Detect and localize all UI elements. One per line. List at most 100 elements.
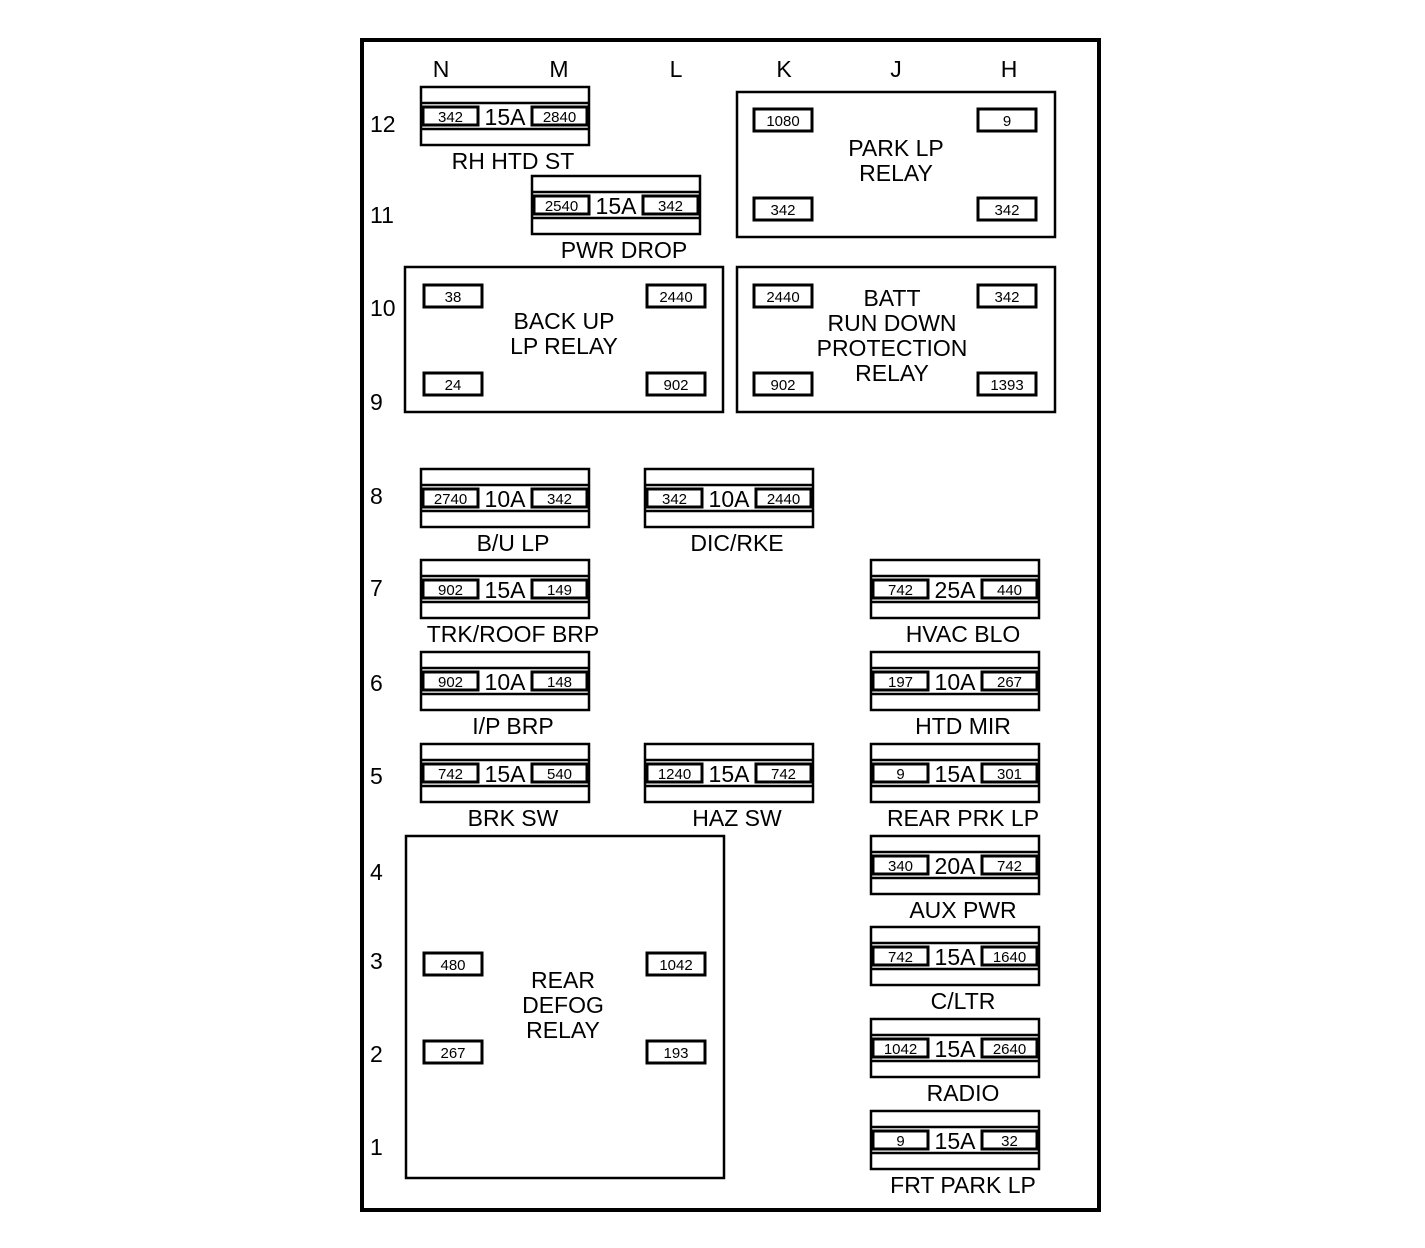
relay-terminal	[976, 107, 1038, 133]
fuse-label: AUX PWR	[909, 897, 1016, 923]
terminal-circuit-left: 1042	[884, 1041, 917, 1058]
fuse-label: C/LTR	[931, 988, 996, 1014]
terminal-circuit-right: 742	[771, 766, 796, 783]
fuse-label: RADIO	[927, 1080, 1000, 1106]
terminal-left	[645, 487, 704, 509]
relay-label-line: RUN DOWN	[827, 310, 956, 336]
terminal-circuit-right: 149	[547, 582, 572, 599]
relay-terminal	[752, 107, 814, 133]
fuse-rating: 15A	[485, 104, 527, 130]
relay-terminal-circuit: 902	[663, 377, 688, 394]
terminal-left	[871, 762, 930, 784]
terminal-left	[421, 105, 480, 127]
terminal-circuit-right: 2440	[767, 491, 800, 508]
terminal-left	[871, 670, 930, 692]
fuse-label: TRK/ROOF BRP	[427, 621, 600, 647]
row-label: 5	[370, 763, 383, 789]
relay-body	[404, 834, 726, 1180]
relay-terminal	[645, 951, 707, 977]
terminal-right	[754, 762, 813, 784]
relay-terminal	[422, 283, 484, 309]
fuse-radio: 1042 2640 15A RADIO	[869, 1017, 1041, 1106]
relay-terminal	[422, 1039, 484, 1065]
terminal-right	[641, 194, 700, 216]
terminal-right	[980, 1037, 1039, 1059]
terminal-right	[980, 578, 1039, 600]
relay-terminal-circuit: 193	[663, 1045, 688, 1062]
relay-terminal-circuit: 1393	[990, 377, 1023, 394]
terminal-circuit-right: 342	[658, 198, 683, 215]
fuse-label: BRK SW	[468, 805, 559, 831]
terminal-right	[980, 670, 1039, 692]
terminal-circuit-left: 9	[896, 766, 904, 783]
relay-terminal-circuit: 38	[445, 289, 462, 306]
terminal-circuit-left: 197	[888, 674, 913, 691]
row-label: 7	[370, 575, 383, 601]
terminal-left	[871, 1129, 930, 1151]
terminal-right	[980, 1129, 1039, 1151]
fuse-rating: 10A	[485, 669, 527, 695]
fuse-label: HAZ SW	[692, 805, 782, 831]
terminal-left	[645, 762, 704, 784]
fuse-rating: 10A	[485, 486, 527, 512]
fuse-bu-lp: 2740 342 10A B/U LP	[419, 467, 591, 556]
relay-terminal-circuit: 902	[770, 377, 795, 394]
fuse-rating: 25A	[935, 577, 977, 603]
row-label: 11	[370, 202, 394, 228]
terminal-right	[530, 487, 589, 509]
terminal-circuit-right: 440	[997, 582, 1022, 599]
fuse-label: B/U LP	[477, 530, 550, 556]
terminal-circuit-right: 267	[997, 674, 1022, 691]
terminal-circuit-left: 1240	[658, 766, 691, 783]
fuse-label: DIC/RKE	[690, 530, 783, 556]
terminal-right	[530, 762, 589, 784]
terminal-circuit-left: 2740	[434, 491, 467, 508]
relay-label-line: BATT	[863, 285, 920, 311]
column-label: H	[1001, 56, 1018, 82]
terminal-circuit-right: 1640	[993, 949, 1026, 966]
relay-terminal-circuit: 1080	[766, 113, 799, 130]
terminal-left	[871, 945, 930, 967]
terminal-left	[421, 670, 480, 692]
terminal-circuit-left: 742	[888, 949, 913, 966]
terminal-right	[530, 105, 589, 127]
relay-terminal-circuit: 342	[994, 289, 1019, 306]
fuse-rating: 20A	[935, 853, 977, 879]
row-label: 3	[370, 948, 383, 974]
row-label: 9	[370, 389, 383, 415]
fuse-rating: 15A	[935, 1036, 977, 1062]
terminal-circuit-left: 902	[438, 674, 463, 691]
fuse-label: FRT PARK LP	[890, 1172, 1036, 1198]
terminal-right	[980, 854, 1039, 876]
relay-terminal	[976, 196, 1038, 222]
terminal-circuit-right: 2840	[543, 109, 576, 126]
terminal-circuit-left: 902	[438, 582, 463, 599]
terminal-circuit-right: 301	[997, 766, 1022, 783]
relay-terminal-circuit: 9	[1003, 113, 1011, 130]
terminal-circuit-left: 742	[438, 766, 463, 783]
terminal-circuit-right: 2640	[993, 1041, 1026, 1058]
terminal-circuit-right: 148	[547, 674, 572, 691]
fuse-rating: 15A	[485, 761, 527, 787]
terminal-left	[421, 487, 480, 509]
column-label: L	[670, 56, 683, 82]
relay-terminal	[976, 371, 1038, 397]
relay-terminal-circuit: 24	[445, 377, 462, 394]
terminal-right	[980, 945, 1039, 967]
relay-terminal-circuit: 342	[770, 202, 795, 219]
terminal-circuit-right: 342	[547, 491, 572, 508]
terminal-left	[871, 854, 930, 876]
fuse-rating: 15A	[935, 1128, 977, 1154]
terminal-circuit-left: 9	[896, 1133, 904, 1150]
relay-terminal	[752, 371, 814, 397]
relay-label-line: DEFOG	[522, 992, 604, 1018]
